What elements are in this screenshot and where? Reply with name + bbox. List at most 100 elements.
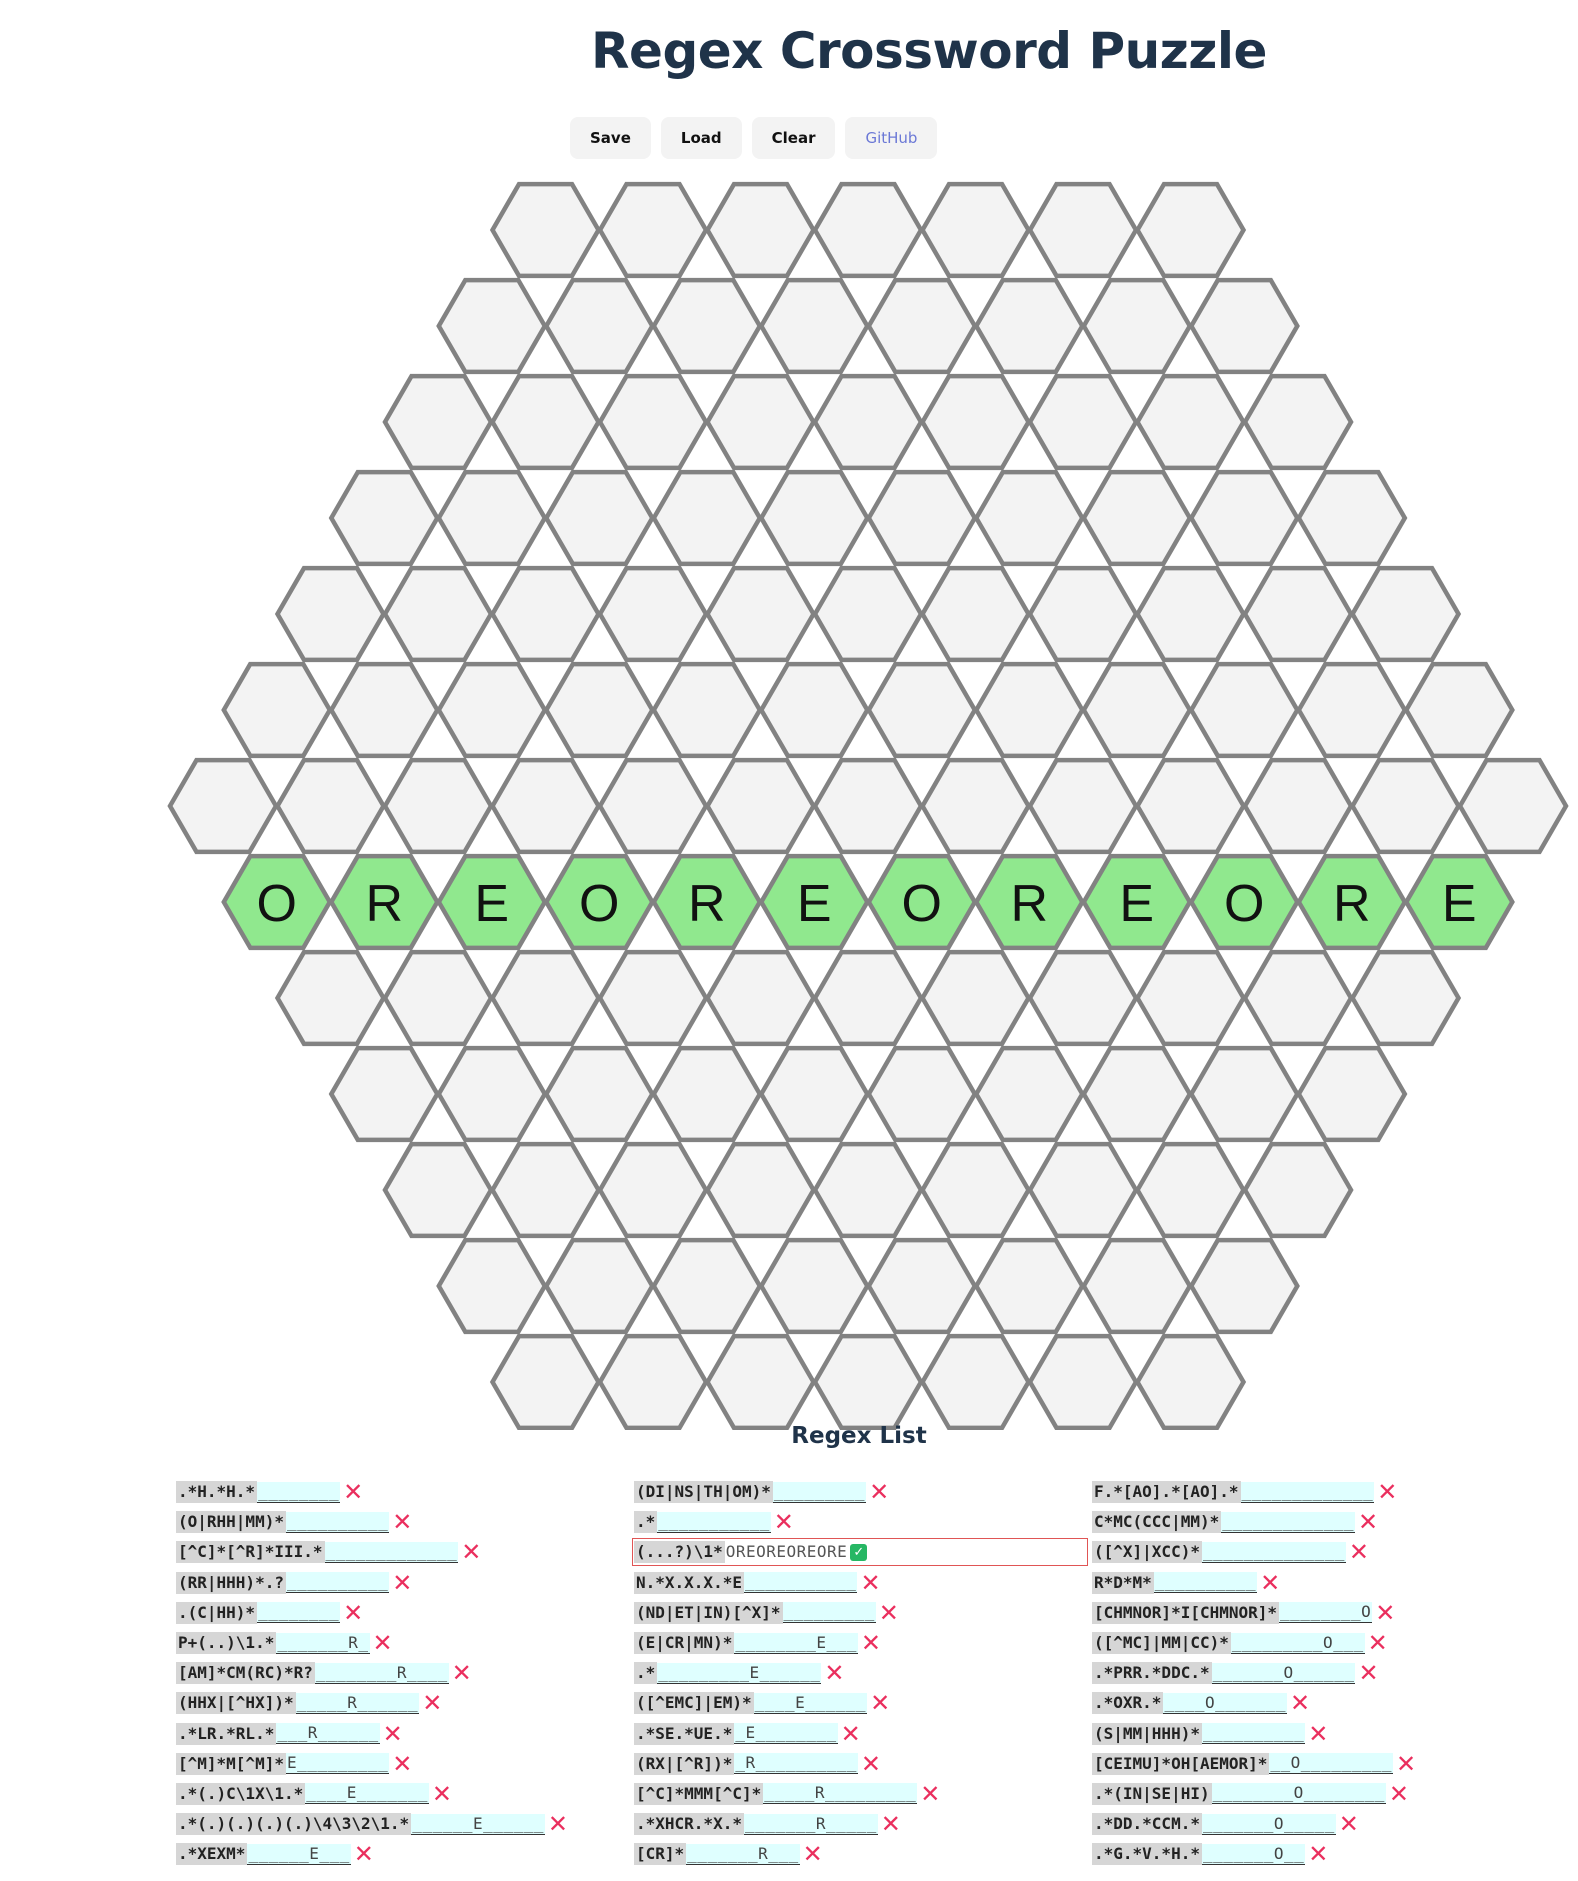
hex-cell[interactable]	[1081, 661, 1193, 759]
clear-button[interactable]: Clear	[751, 117, 836, 159]
hex-cell[interactable]	[1081, 469, 1193, 567]
hex-cell[interactable]	[1188, 277, 1300, 375]
hex-cell[interactable]	[1134, 373, 1247, 471]
hex-cell[interactable]	[1242, 1141, 1354, 1239]
hex-cell[interactable]: O	[866, 853, 978, 951]
regex-row[interactable]: .*XHCR.*X.*_______R_____✕	[634, 1809, 1094, 1839]
hex-cell[interactable]	[489, 1141, 602, 1239]
regex-row[interactable]: [CR]*_______R___✕	[634, 1839, 1094, 1869]
hex-cell[interactable]	[704, 373, 817, 471]
hex-cell[interactable]	[704, 949, 817, 1047]
hex-cell[interactable]	[274, 949, 387, 1047]
hex-cell[interactable]	[436, 277, 548, 375]
hex-cell[interactable]	[866, 277, 978, 375]
hex-cell[interactable]	[1188, 469, 1300, 567]
hex-cell[interactable]	[436, 1237, 548, 1335]
hex-cell[interactable]	[1296, 661, 1408, 759]
regex-row[interactable]: .*_________E______✕	[634, 1658, 1094, 1688]
regex-row[interactable]: .*XEXM*______E___✕	[176, 1839, 636, 1869]
hex-cell[interactable]	[1188, 1045, 1300, 1143]
hex-cell[interactable]	[973, 469, 1085, 567]
hex-cell[interactable]	[1188, 661, 1300, 759]
hex-cell[interactable]	[382, 565, 494, 663]
hex-cell[interactable]	[489, 757, 602, 855]
hex-cell[interactable]	[973, 1237, 1085, 1335]
regex-row[interactable]: [CHMNOR]*I[CHMNOR]*________O✕	[1092, 1598, 1552, 1628]
hex-cell[interactable]	[704, 565, 817, 663]
regex-row[interactable]: [AM]*CM(RC)*R?________R____✕	[176, 1658, 636, 1688]
hex-cell[interactable]	[489, 181, 602, 279]
regex-row[interactable]: (ND|ET|IN)[^X]*_________✕	[634, 1598, 1094, 1628]
hex-cell[interactable]	[597, 1333, 709, 1430]
hex-cell[interactable]: O	[1188, 853, 1300, 951]
hex-cell[interactable]	[597, 757, 709, 855]
hex-cell[interactable]	[919, 1333, 1032, 1430]
regex-row[interactable]: (O|RHH|MM)*__________✕	[176, 1507, 636, 1537]
hex-cell[interactable]	[597, 565, 709, 663]
hex-cell[interactable]	[167, 757, 279, 855]
regex-row[interactable]: [CEIMU]*OH[AEMOR]*__O_________✕	[1092, 1749, 1552, 1779]
hex-cell[interactable]	[328, 469, 440, 567]
hex-cell[interactable]	[1134, 949, 1247, 1047]
hex-cell[interactable]	[1188, 1237, 1300, 1335]
hex-cell[interactable]	[973, 277, 1085, 375]
hex-cell[interactable]	[597, 949, 709, 1047]
hex-cell[interactable]	[489, 373, 602, 471]
hex-cell[interactable]	[812, 757, 924, 855]
hex-cell[interactable]	[866, 1045, 978, 1143]
regex-row[interactable]: .*___________✕	[634, 1507, 1094, 1537]
hex-cell[interactable]: E	[436, 853, 548, 951]
hex-cell[interactable]	[651, 1237, 763, 1335]
save-button[interactable]: Save	[570, 117, 651, 159]
hex-cell[interactable]	[651, 1045, 763, 1143]
hex-cell[interactable]	[1349, 565, 1462, 663]
hex-cell[interactable]	[436, 1045, 548, 1143]
regex-row[interactable]: R*D*M*__________✕	[1092, 1568, 1552, 1598]
hex-cell[interactable]	[812, 1141, 924, 1239]
hex-cell[interactable]	[1081, 1045, 1193, 1143]
regex-row[interactable]: .*G.*V.*H.*_______O__✕	[1092, 1839, 1552, 1869]
hex-cell[interactable]	[436, 661, 548, 759]
hex-cell[interactable]	[758, 1045, 870, 1143]
hex-cell[interactable]	[919, 181, 1032, 279]
hex-cell[interactable]	[1134, 1333, 1247, 1430]
regex-row[interactable]: .*LR.*RL.*___R______✕	[176, 1719, 636, 1749]
hex-cell[interactable]	[919, 949, 1032, 1047]
hex-cell[interactable]	[651, 469, 763, 567]
hex-cell[interactable]	[274, 565, 387, 663]
regex-row[interactable]: [^M]*M[^M]*E_________✕	[176, 1749, 636, 1779]
hex-cell[interactable]	[866, 1237, 978, 1335]
hex-cell[interactable]	[1134, 565, 1247, 663]
hex-cell[interactable]: E	[1403, 853, 1515, 951]
regex-row[interactable]: ([^MC]|MM|CC)*_________O___✕	[1092, 1628, 1552, 1658]
regex-row[interactable]: (S|MM|HHH)*__________✕	[1092, 1719, 1552, 1749]
hex-cell[interactable]	[812, 949, 924, 1047]
hex-cell[interactable]	[543, 1237, 655, 1335]
hex-cell[interactable]: R	[328, 853, 440, 951]
hex-cell[interactable]: O	[221, 853, 333, 951]
hex-cell[interactable]	[1081, 277, 1193, 375]
hex-cell[interactable]	[1027, 1141, 1139, 1239]
hex-cell[interactable]	[1081, 1237, 1193, 1335]
hex-cell[interactable]	[973, 1045, 1085, 1143]
hex-cell[interactable]	[597, 1141, 709, 1239]
hex-cell[interactable]	[919, 565, 1032, 663]
hex-cell[interactable]	[1296, 469, 1408, 567]
hex-cell[interactable]	[489, 565, 602, 663]
hex-cell[interactable]	[1134, 1141, 1247, 1239]
hex-cell[interactable]	[704, 1141, 817, 1239]
regex-row[interactable]: ([^X]|XCC)*______________✕	[1092, 1537, 1552, 1567]
hex-cell[interactable]	[543, 469, 655, 567]
hex-cell[interactable]	[919, 757, 1032, 855]
regex-row[interactable]: ([^EMC]|EM)*____E______✕	[634, 1688, 1094, 1718]
hex-cell[interactable]	[597, 373, 709, 471]
hex-cell[interactable]	[1296, 1045, 1408, 1143]
regex-row[interactable]: (E|CR|MN)*________E___✕	[634, 1628, 1094, 1658]
regex-row[interactable]: .*H.*H.*________✕	[176, 1477, 636, 1507]
hex-cell[interactable]	[382, 757, 494, 855]
regex-row[interactable]: C*MC(CCC|MM)*_____________✕	[1092, 1507, 1552, 1537]
regex-row[interactable]: .*OXR.*____O_______✕	[1092, 1688, 1552, 1718]
hex-cell[interactable]	[1242, 565, 1354, 663]
hex-cell[interactable]	[543, 661, 655, 759]
hex-cell[interactable]	[382, 949, 494, 1047]
